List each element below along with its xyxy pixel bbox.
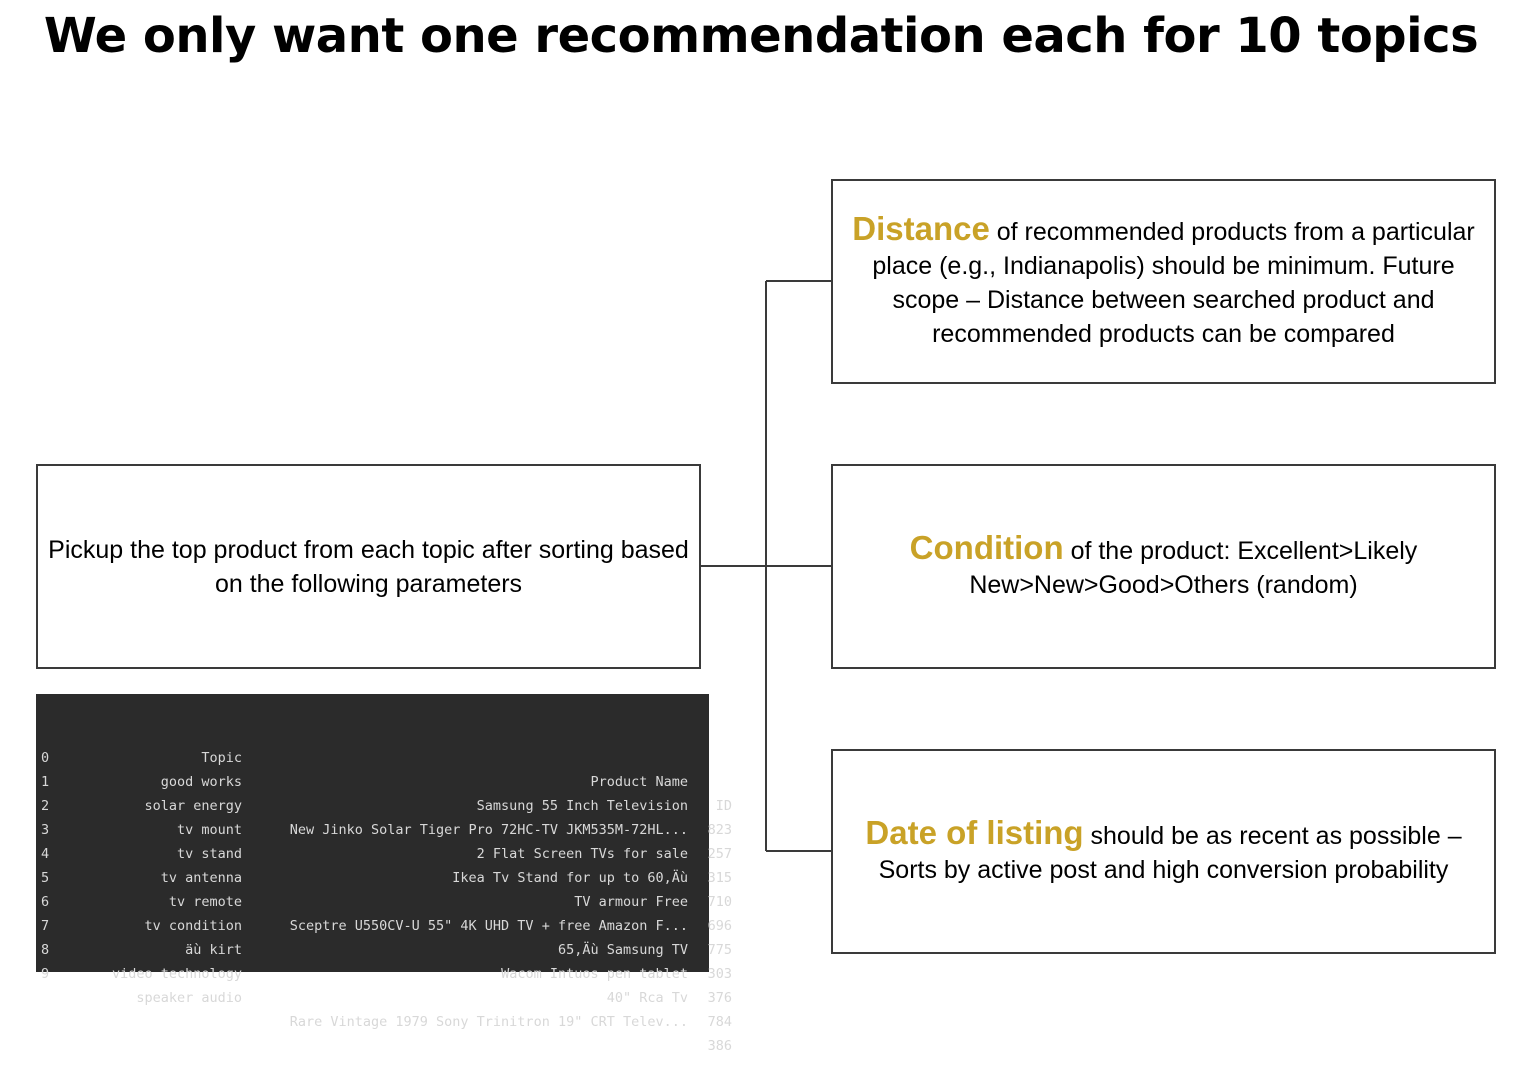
date-description: should be as recent as possible – Sorts … xyxy=(878,822,1462,884)
row-index: 0 xyxy=(41,750,50,766)
distance-description: of recommended products from a particula… xyxy=(872,218,1475,348)
row-product: 65,Äù Samsung TV xyxy=(557,942,688,958)
topic-product-table: Topic Product Name ID 0 good works Samsu… xyxy=(36,694,732,1054)
table-row: 6 tv condition 65,Äù Samsung TV 303 xyxy=(36,866,732,982)
table-row: 3 tv stand Ikea Tv Stand for up to 60,Äù… xyxy=(36,794,732,910)
condition-description: of the product: Excellent>Likely New>New… xyxy=(969,537,1418,599)
slide-title: We only want one recommendation each for… xyxy=(43,8,1479,64)
row-id: 376 xyxy=(707,990,732,1006)
header-topic: Topic xyxy=(201,750,242,766)
row-topic: tv mount xyxy=(176,822,242,838)
table-row: 9 speaker audio Rare Vintage 1979 Sony T… xyxy=(36,938,732,1054)
row-topic: tv condition xyxy=(144,918,242,934)
row-id: 257 xyxy=(707,846,732,862)
condition-parameter-box: Condition of the product: Excellent>Like… xyxy=(831,464,1496,669)
table-row: 0 good works Samsung 55 Inch Television … xyxy=(36,722,732,838)
row-id: 823 xyxy=(707,822,732,838)
table-row: 2 tv mount 2 Flat Screen TVs for sale 31… xyxy=(36,770,732,886)
row-id: 315 xyxy=(707,870,732,886)
row-product: Ikea Tv Stand for up to 60,Äù xyxy=(452,870,688,886)
condition-parameter-content: Condition of the product: Excellent>Like… xyxy=(843,531,1484,602)
row-id: 775 xyxy=(707,942,732,958)
date-parameter-box: Date of listing should be as recent as p… xyxy=(831,749,1496,954)
row-product: Sceptre U550CV-U 55" 4K UHD TV + free Am… xyxy=(289,918,688,934)
main-process-text: Pickup the top product from each topic a… xyxy=(48,535,689,598)
row-index: 5 xyxy=(41,870,50,886)
distance-keyword: Distance xyxy=(852,210,990,247)
table-row: 8 video technology 40" Rca Tv 784 xyxy=(36,914,732,1030)
row-id: 710 xyxy=(707,894,732,910)
table-row: 5 tv remote Sceptre U550CV-U 55" 4K UHD … xyxy=(36,842,732,958)
row-index: 3 xyxy=(41,822,50,838)
row-id: 386 xyxy=(707,1038,732,1054)
condition-keyword: Condition xyxy=(909,529,1064,566)
row-product: TV armour Free xyxy=(574,894,688,910)
row-product: 40" Rca Tv xyxy=(606,990,688,1006)
row-topic: tv antenna xyxy=(160,870,242,886)
row-product: Samsung 55 Inch Television xyxy=(476,798,688,814)
table-row: 7 äù kirt Wacom Intuos pen tablet 376 xyxy=(36,890,732,1006)
table-header-row: Topic Product Name ID xyxy=(36,698,732,814)
row-index: 2 xyxy=(41,798,50,814)
row-index: 1 xyxy=(41,774,50,790)
row-topic: solar energy xyxy=(144,798,242,814)
header-id: ID xyxy=(715,798,732,814)
row-topic: video technology xyxy=(111,966,242,982)
main-process-box: Pickup the top product from each topic a… xyxy=(36,464,701,669)
row-index: 9 xyxy=(41,966,50,982)
table-row: 1 solar energy New Jinko Solar Tiger Pro… xyxy=(36,746,732,862)
row-product: New Jinko Solar Tiger Pro 72HC-TV JKM535… xyxy=(289,822,688,838)
row-topic: tv remote xyxy=(168,894,242,910)
row-index: 7 xyxy=(41,918,50,934)
row-topic: good works xyxy=(160,774,242,790)
date-parameter-content: Date of listing should be as recent as p… xyxy=(843,816,1484,887)
row-product: Wacom Intuos pen tablet xyxy=(501,966,688,982)
row-id: 696 xyxy=(707,918,732,934)
row-index: 6 xyxy=(41,894,50,910)
header-product-name: Product Name xyxy=(590,774,688,790)
row-id: 303 xyxy=(707,966,732,982)
row-index: 8 xyxy=(41,942,50,958)
distance-parameter-content: Distance of recommended products from a … xyxy=(843,212,1484,351)
table-row: 4 tv antenna TV armour Free 696 xyxy=(36,818,732,934)
row-topic: speaker audio xyxy=(136,990,242,1006)
row-index: 4 xyxy=(41,846,50,862)
row-id: 784 xyxy=(707,1014,732,1030)
row-topic: tv stand xyxy=(176,846,242,862)
date-keyword: Date of listing xyxy=(865,814,1084,851)
distance-parameter-box: Distance of recommended products from a … xyxy=(831,179,1496,384)
bracket-connector xyxy=(701,280,831,852)
row-product: 2 Flat Screen TVs for sale xyxy=(476,846,688,862)
row-topic: äù kirt xyxy=(185,942,242,958)
row-product: Rare Vintage 1979 Sony Trinitron 19" CRT… xyxy=(289,1014,688,1030)
